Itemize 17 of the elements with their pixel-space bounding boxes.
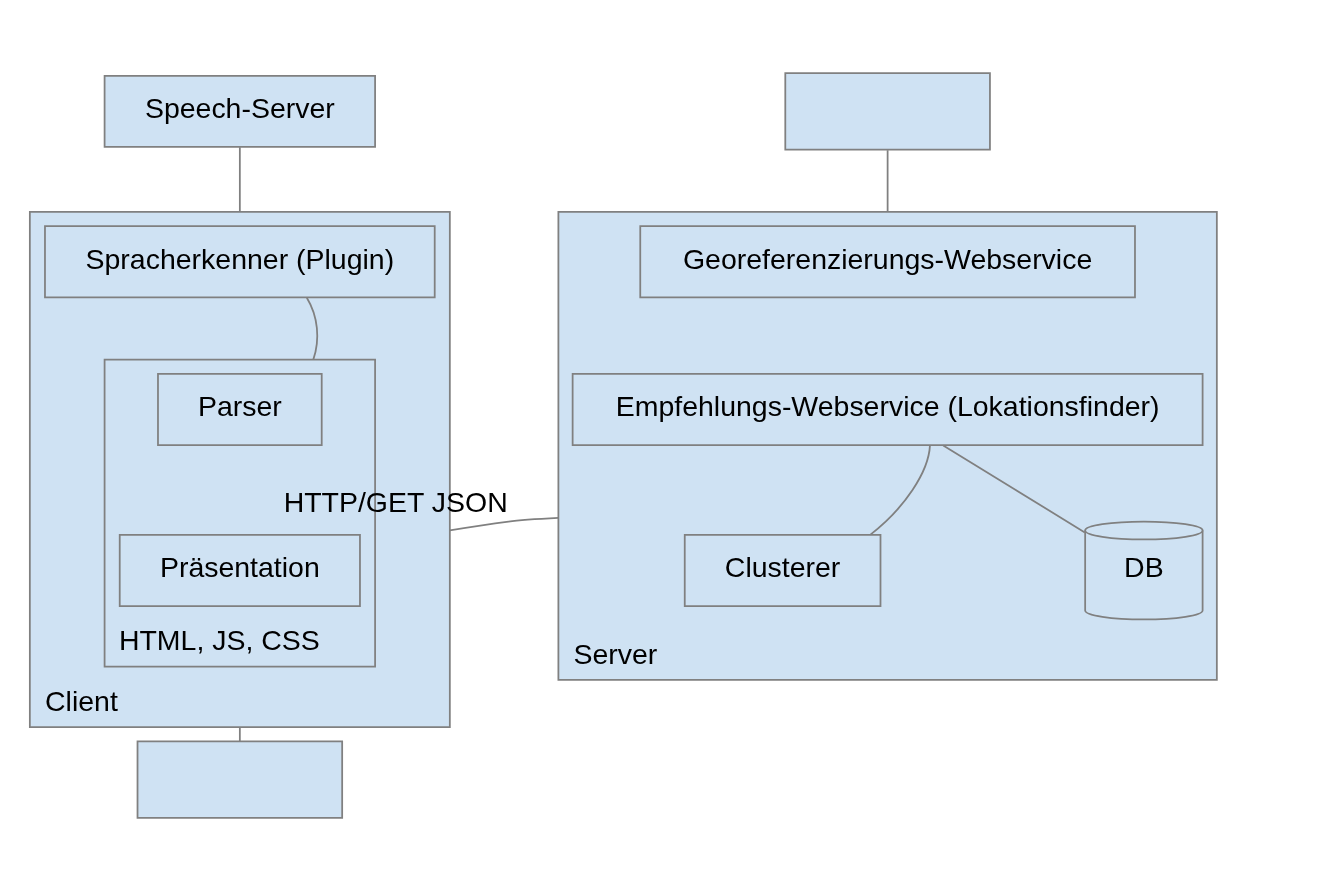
connector	[238, 725, 241, 742]
node-box: Clusterer	[683, 533, 882, 607]
node-box: Speech-Server	[103, 74, 376, 148]
node-box: Spracherkenner (Plugin)	[44, 224, 436, 298]
node-box	[136, 739, 344, 819]
connector	[238, 145, 241, 213]
connector	[448, 516, 560, 531]
node-box	[784, 71, 991, 151]
node-box: Empfehlungs-Webservice (Lokationsfinder)	[571, 372, 1204, 446]
edge-label: HTTP/GET JSON	[283, 485, 508, 518]
connector	[305, 296, 319, 360]
connector	[869, 444, 931, 535]
connector	[942, 444, 1086, 533]
node-box: Parser	[157, 372, 323, 446]
node-box: Georeferenzierungs-Webservice	[639, 224, 1136, 298]
connector	[886, 148, 889, 213]
node-box: Präsentation	[118, 533, 361, 607]
